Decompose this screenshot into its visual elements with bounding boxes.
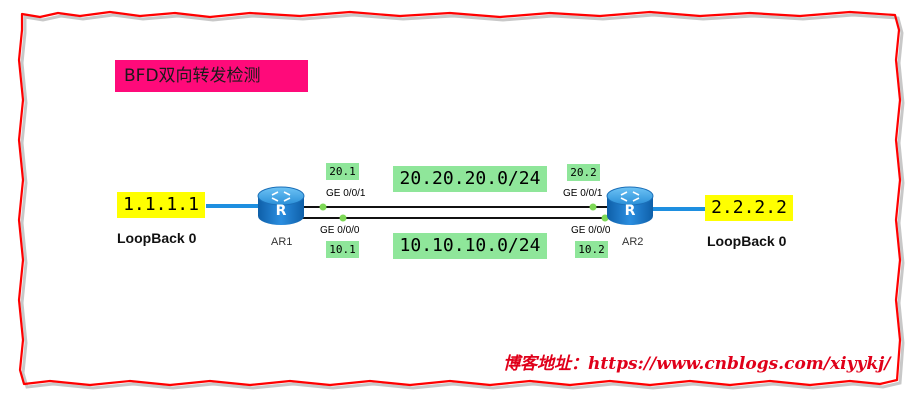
ar1-loopback-ip: 1.1.1.1 — [117, 192, 205, 218]
ar1-loopback-label: LoopBack 0 — [117, 230, 197, 246]
svg-text:R: R — [276, 203, 287, 219]
ar2-port-top: GE 0/0/1 — [563, 188, 603, 199]
router-icon[interactable]: R — [606, 186, 654, 225]
port-dot-ar2-ge000 — [601, 214, 609, 222]
ar2-ip-bottom: 10.2 — [575, 241, 608, 258]
ar2-port-bottom: GE 0/0/0 — [571, 225, 611, 236]
ar2-ip-top: 20.2 — [567, 164, 600, 181]
blog-address[interactable]: 博客地址：https://www.cnblogs.com/xiyykj/ — [503, 354, 891, 374]
network-bottom-label: 10.10.10.0/24 — [393, 233, 547, 259]
ar2-name: AR2 — [622, 236, 644, 248]
ar1-port-bottom: GE 0/0/0 — [320, 225, 360, 236]
ar1-ip-top: 20.1 — [326, 163, 359, 180]
ar1-name: AR1 — [271, 236, 293, 248]
port-dot-ar1-ge000 — [339, 214, 347, 222]
svg-text:R: R — [625, 203, 636, 219]
ar1-port-top: GE 0/0/1 — [326, 188, 366, 199]
ar2-loopback-label: LoopBack 0 — [707, 233, 787, 249]
port-dot-ar2-ge001 — [589, 203, 597, 211]
network-top-label: 20.20.20.0/24 — [393, 166, 547, 192]
port-dot-ar1-ge001 — [319, 203, 327, 211]
diagram-frame — [17, 10, 905, 390]
router-icon[interactable]: R — [257, 186, 305, 225]
ar1-ip-bottom: 10.1 — [326, 241, 359, 258]
diagram-title: BFD双向转发检测 — [115, 60, 308, 92]
ar2-loopback-ip: 2.2.2.2 — [705, 195, 793, 221]
